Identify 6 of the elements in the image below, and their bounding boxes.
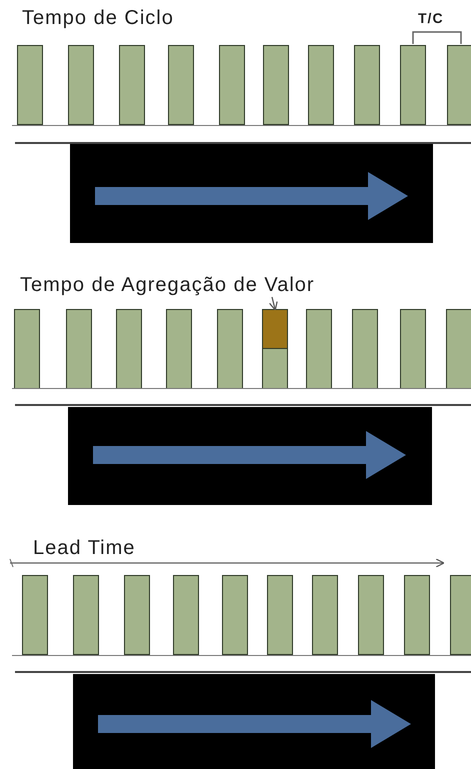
- section-title: Tempo de Agregação de Valor: [20, 273, 315, 297]
- bracket-label: T/C: [418, 9, 444, 28]
- value-added-segment: [262, 309, 288, 349]
- section-title: Lead Time: [33, 536, 136, 560]
- section-title: Tempo de Ciclo: [22, 6, 174, 30]
- leader-line: [268, 296, 278, 311]
